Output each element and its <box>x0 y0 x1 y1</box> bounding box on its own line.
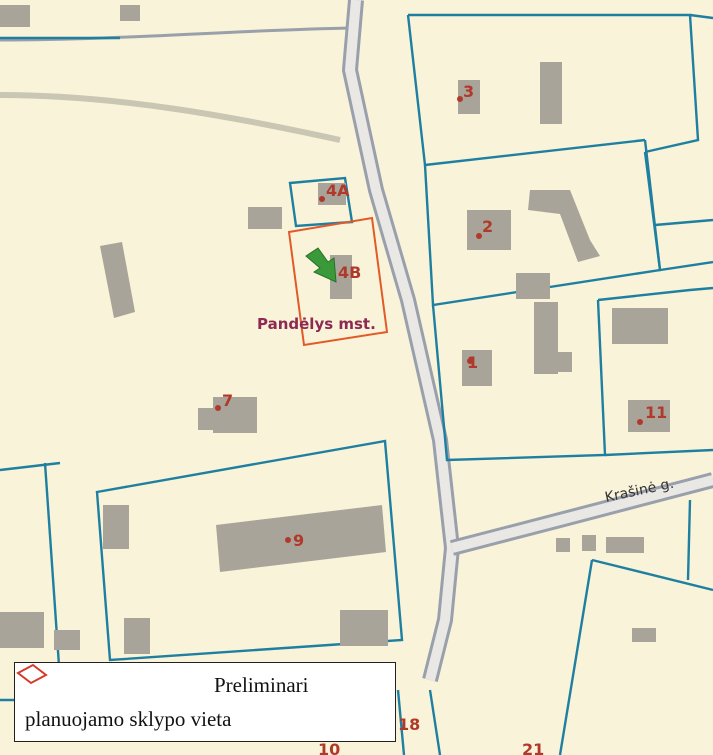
parcel-label-21: 21 <box>522 740 544 755</box>
place-name-label: Pandėlys mst. <box>257 315 376 333</box>
parcel-label-9: 9 <box>293 531 304 550</box>
red-diamond-icon <box>16 663 48 685</box>
parcel-label-2: 2 <box>482 217 493 236</box>
parcel-points <box>215 96 643 543</box>
main-road-fill <box>345 0 457 682</box>
parcel-label-11: 11 <box>645 403 667 422</box>
green-arrow-icon <box>305 247 337 283</box>
minor-road <box>0 15 360 42</box>
planned-plot-label: 4B <box>338 263 361 282</box>
parcel-label-4a: 4A <box>326 181 350 200</box>
side-road-fill <box>450 475 713 553</box>
parcel-label-1: 1 <box>467 353 478 372</box>
parcel-label-7: 7 <box>222 391 233 410</box>
map-legend: Preliminari planuojamo sklypo vieta <box>14 662 396 742</box>
legend-label-line2: planuojamo sklypo vieta <box>25 707 232 731</box>
parcel-label-18: 18 <box>398 715 420 734</box>
legend-label-line1: Preliminari <box>214 673 309 697</box>
planned-plot-outline <box>287 216 389 347</box>
parcel-label-3: 3 <box>463 82 474 101</box>
minor-path <box>0 92 341 143</box>
parcel-label-10: 10 <box>318 740 340 755</box>
buildings <box>0 5 670 654</box>
